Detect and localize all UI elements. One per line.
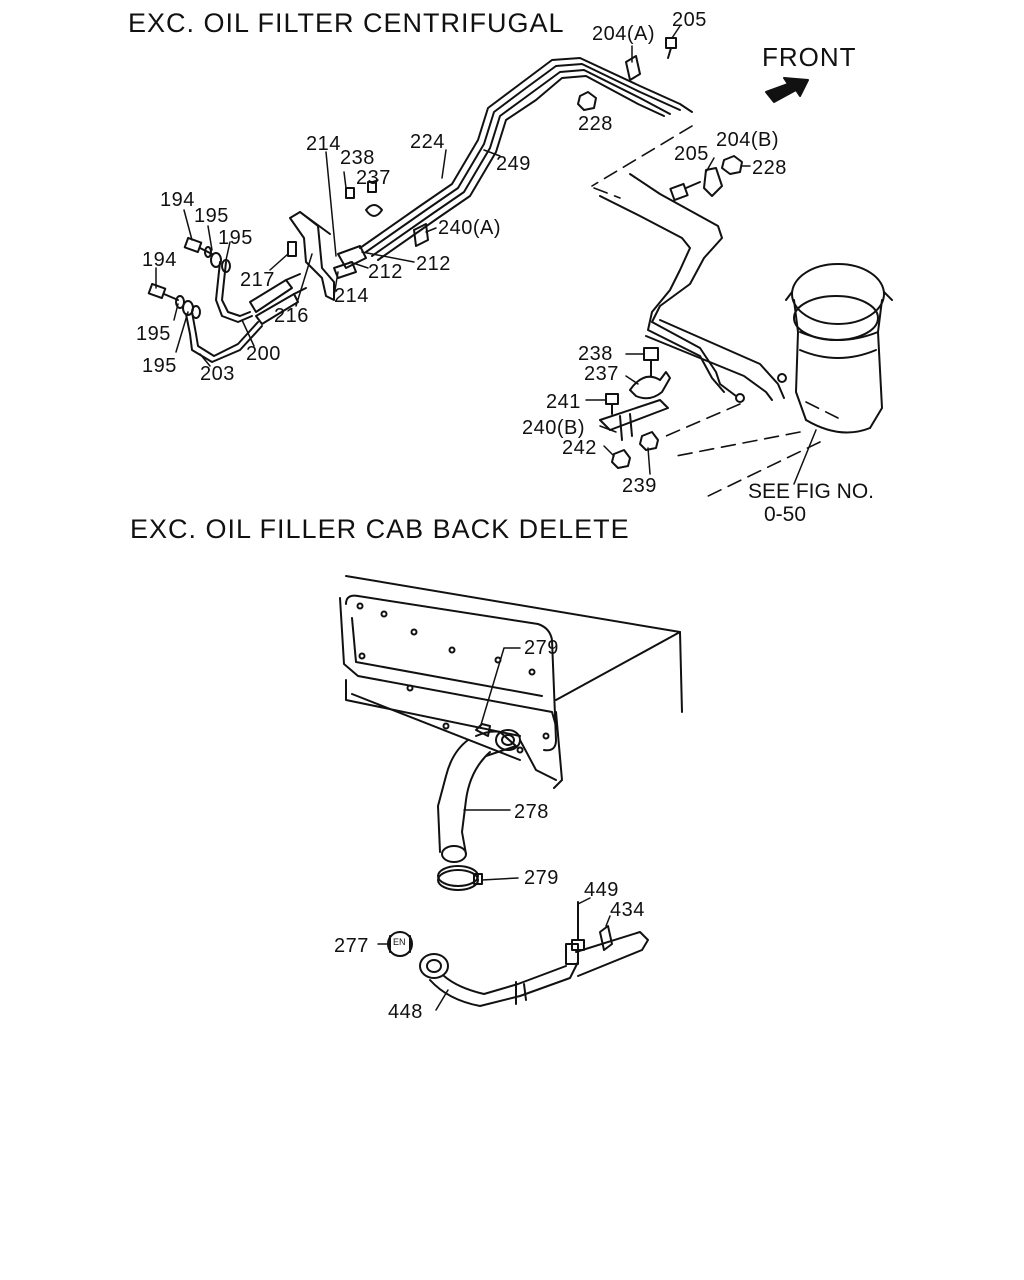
callout-195-c: 195 — [136, 323, 171, 345]
callout-249: 249 — [496, 153, 531, 175]
leader-lines-top — [155, 25, 817, 485]
front-arrow-icon — [765, 77, 809, 103]
callout-238-bottom: 238 — [578, 343, 613, 365]
callout-195-d: 195 — [142, 355, 177, 377]
callout-195-b: 195 — [218, 227, 253, 249]
callout-212-a: 212 — [368, 261, 403, 283]
callout-194-a: 194 — [160, 189, 195, 211]
callout-203: 203 — [200, 363, 235, 385]
callout-214-top: 214 — [306, 133, 341, 155]
callout-239: 239 — [622, 475, 657, 497]
callout-277: 277 — [334, 935, 369, 957]
filler-pipe-448 — [387, 901, 649, 1007]
filler-cap-mark: EN — [393, 937, 406, 947]
callout-205-top: 205 — [672, 9, 707, 31]
callout-241: 241 — [546, 391, 581, 413]
callout-279-top: 279 — [524, 637, 559, 659]
callout-449: 449 — [584, 879, 619, 901]
callout-278: 278 — [514, 801, 549, 823]
see-fig-line1: SEE FIG NO. — [748, 480, 875, 503]
callout-204a: 204(A) — [592, 23, 656, 45]
bolts-194-195 — [147, 236, 231, 319]
callout-214-bottom: 214 — [334, 285, 369, 307]
callout-194-b: 194 — [142, 249, 177, 271]
callout-237-top: 237 — [356, 167, 391, 189]
callout-228-top: 228 — [578, 113, 613, 135]
clamp-hardware-bottom — [599, 347, 787, 469]
callout-242: 242 — [562, 437, 597, 459]
callout-217: 217 — [240, 269, 275, 291]
front-indicator: FRONT — [762, 42, 857, 72]
callout-212-b: 212 — [416, 253, 451, 275]
oil-filter-canister — [785, 263, 893, 434]
callout-434: 434 — [610, 899, 645, 921]
filler-hose-278 — [437, 723, 521, 891]
callout-216: 216 — [274, 305, 309, 327]
callout-224: 224 — [410, 131, 445, 153]
leader-lines-bottom — [377, 647, 611, 1011]
oil-pipes-224-249 — [359, 57, 693, 261]
see-fig-reference: SEE FIG NO. 0-50 — [748, 480, 874, 526]
callout-204b: 204(B) — [716, 129, 780, 151]
callout-240a: 240(A) — [438, 217, 502, 239]
callout-240b: 240(B) — [522, 417, 586, 439]
see-fig-line2: 0-50 — [764, 503, 807, 527]
callout-228-mid: 228 — [752, 157, 787, 179]
clamp-hardware-top — [287, 37, 743, 257]
callout-279-bottom: 279 — [524, 867, 559, 889]
section-title-bottom: EXC. OIL FILLER CAB BACK DELETE — [130, 514, 630, 544]
callout-237-bottom: 237 — [584, 363, 619, 385]
section-title-top: EXC. OIL FILTER CENTRIFUGAL — [128, 8, 565, 38]
callout-200: 200 — [246, 343, 281, 365]
callout-205-mid: 205 — [674, 143, 709, 165]
cab-back-panel — [339, 575, 683, 789]
callout-238-top: 238 — [340, 147, 375, 169]
return-pipes — [599, 173, 785, 401]
callout-195-a: 195 — [194, 205, 229, 227]
callout-448: 448 — [388, 1001, 423, 1023]
break-lines — [591, 125, 821, 499]
